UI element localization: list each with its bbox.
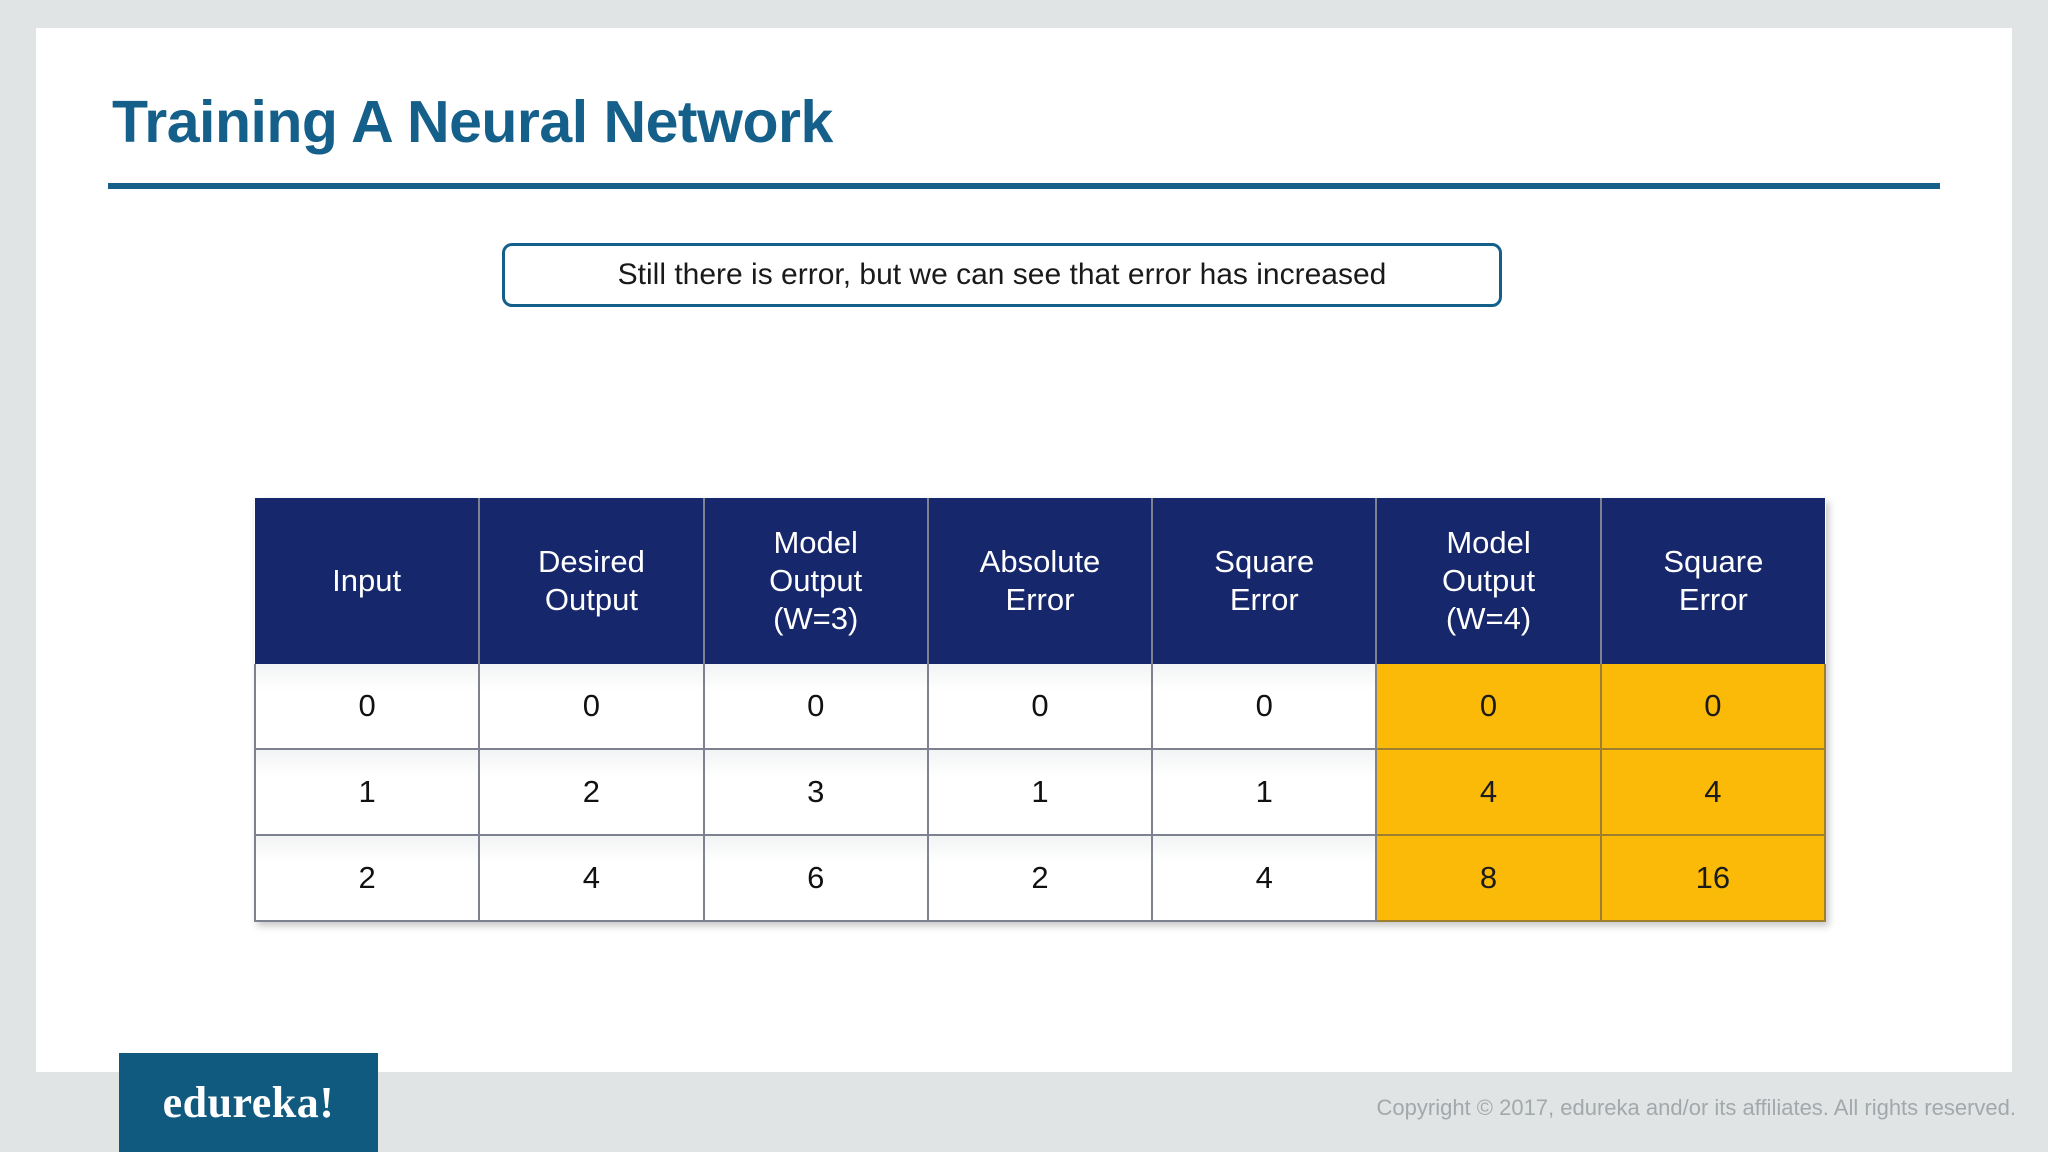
table-row: 1 2 3 1 1 4 4 — [253, 748, 1827, 836]
cell-absolute-error: 2 — [926, 834, 1154, 922]
header-line-2: Output — [769, 563, 863, 599]
cell-input: 1 — [253, 748, 481, 836]
cell-square-error-w4: 4 — [1599, 748, 1827, 836]
column-header-square-error-w4: Square Error — [1600, 498, 1825, 664]
page-title: Training A Neural Network — [112, 89, 833, 155]
cell-absolute-error: 1 — [926, 748, 1154, 836]
header-line-1: Desired — [538, 544, 645, 580]
cell-square-error-w4: 0 — [1599, 664, 1827, 750]
cell-square-error-w3: 1 — [1151, 748, 1378, 836]
column-header-absolute-error: Absolute Error — [927, 498, 1154, 664]
cell-desired-output: 2 — [478, 748, 705, 836]
cell-square-error-w4: 16 — [1599, 834, 1827, 922]
header-line-2: Error — [1678, 582, 1748, 617]
cell-desired-output: 0 — [478, 664, 705, 750]
table-row: 2 4 6 2 4 8 16 — [253, 834, 1827, 922]
column-header-input: Input — [255, 498, 481, 664]
column-header-desired-output: Desired Output — [479, 498, 705, 664]
header-line-1: Model — [773, 525, 858, 561]
cell-model-output-w3: 3 — [702, 748, 929, 836]
edureka-logo: edureka! — [119, 1053, 378, 1152]
training-table: Input Desired Output Model Output (W=3) — [253, 498, 1827, 922]
table-row: 0 0 0 0 0 0 0 — [253, 664, 1827, 750]
column-header-model-output-w3: Model Output (W=3) — [703, 498, 929, 664]
header-line-1: Absolute — [979, 544, 1101, 580]
cell-absolute-error: 0 — [926, 664, 1154, 750]
copyright-text: Copyright © 2017, edureka and/or its aff… — [1376, 1095, 2016, 1120]
callout-box: Still there is error, but we can see tha… — [502, 243, 1502, 307]
cell-desired-output: 4 — [478, 834, 705, 922]
header-line-1: Model — [1446, 525, 1531, 561]
cell-input: 2 — [253, 834, 481, 922]
header-line-1: Square — [1663, 544, 1764, 580]
header-line-1: Input — [332, 563, 402, 599]
title-divider — [108, 183, 1940, 189]
column-header-model-output-w4: Model Output (W=4) — [1376, 498, 1602, 664]
table-header-row: Input Desired Output Model Output (W=3) — [255, 498, 1825, 664]
callout-text: Still there is error, but we can see tha… — [617, 258, 1387, 291]
cell-square-error-w3: 0 — [1151, 664, 1378, 750]
header-line-2: Output — [544, 582, 638, 617]
cell-model-output-w4: 0 — [1375, 664, 1602, 750]
header-line-3: (W=4) — [1445, 600, 1532, 636]
cell-model-output-w4: 4 — [1375, 748, 1602, 836]
header-line-1: Square — [1214, 544, 1315, 580]
column-header-square-error-w3: Square Error — [1152, 498, 1378, 664]
header-line-2: Error — [1229, 582, 1299, 617]
cell-model-output-w3: 6 — [702, 834, 929, 922]
cell-model-output-w4: 8 — [1375, 834, 1602, 922]
logo-text: edureka! — [162, 1078, 335, 1127]
cell-square-error-w3: 4 — [1151, 834, 1378, 922]
cell-input: 0 — [253, 664, 481, 750]
header-line-3: (W=3) — [773, 600, 859, 636]
header-line-2: Error — [1005, 582, 1075, 617]
cell-model-output-w3: 0 — [702, 664, 929, 750]
header-line-2: Output — [1442, 563, 1536, 599]
slide-surface: Training A Neural Network Still there is… — [36, 28, 2012, 1072]
